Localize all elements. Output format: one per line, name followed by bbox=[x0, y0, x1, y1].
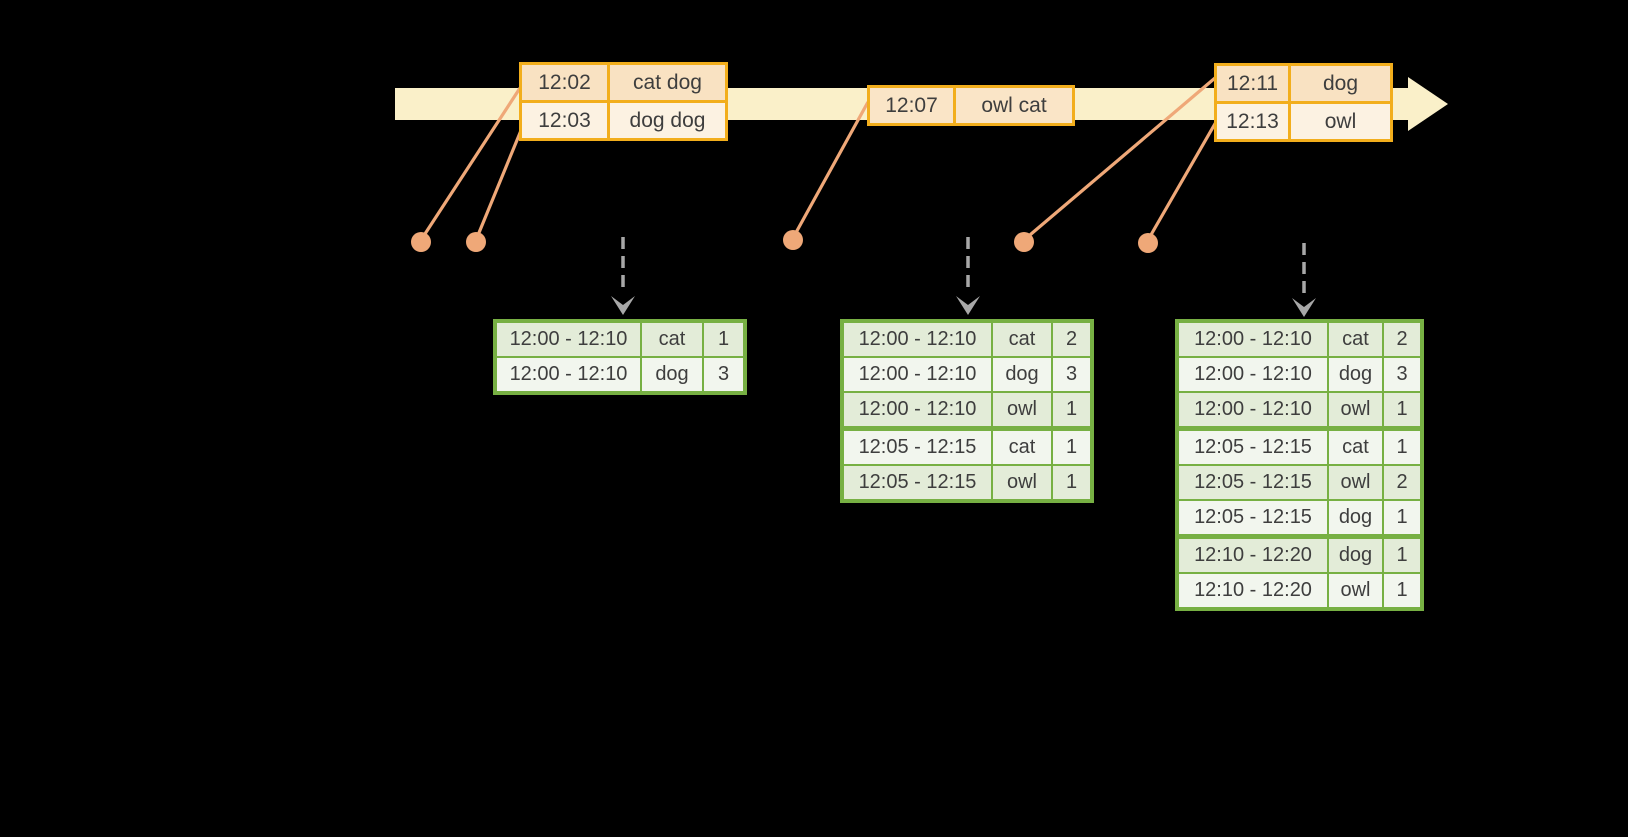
event-row: 12:03 dog dog bbox=[519, 100, 728, 141]
event-words-cell: dog dog bbox=[607, 100, 728, 141]
event-dot-icon bbox=[411, 232, 431, 252]
result-count-cell: 2 bbox=[1382, 320, 1423, 358]
event-time-cell: 12:03 bbox=[519, 100, 610, 141]
timeline-arrowhead-icon bbox=[1408, 77, 1448, 131]
result-table-1: 12:00 - 12:10 cat 1 12:00 - 12:10 dog 3 bbox=[493, 319, 747, 395]
result-window-cell: 12:00 - 12:10 bbox=[494, 320, 642, 358]
result-count-cell: 2 bbox=[1051, 320, 1093, 358]
result-row: 12:00 - 12:10 owl 1 bbox=[1176, 391, 1423, 430]
event-table-3: 12:11 dog 12:13 owl bbox=[1214, 63, 1393, 142]
result-window-cell: 12:05 - 12:15 bbox=[841, 464, 993, 502]
trigger-arrow-icon bbox=[611, 237, 635, 315]
result-count-cell: 1 bbox=[1382, 572, 1423, 610]
event-words-cell: dog bbox=[1288, 63, 1393, 104]
result-window-cell: 12:10 - 12:20 bbox=[1176, 572, 1329, 610]
event-words-cell: owl cat bbox=[953, 85, 1075, 126]
result-row: 12:00 - 12:10 dog 3 bbox=[494, 356, 746, 394]
connector-line bbox=[1146, 121, 1218, 241]
trigger-arrow-icon bbox=[1292, 243, 1316, 317]
event-dot-icon bbox=[1138, 233, 1158, 253]
result-count-cell: 3 bbox=[702, 356, 746, 394]
event-table-1: 12:02 cat dog 12:03 dog dog bbox=[519, 62, 728, 141]
result-window-cell: 12:00 - 12:10 bbox=[841, 356, 993, 393]
trigger-arrow-icon bbox=[956, 237, 980, 315]
event-table-2: 12:07 owl cat bbox=[867, 85, 1075, 126]
result-word-cell: dog bbox=[1327, 534, 1384, 574]
result-row: 12:00 - 12:10 dog 3 bbox=[841, 356, 1093, 393]
result-word-cell: dog bbox=[1327, 356, 1384, 393]
result-window-cell: 12:00 - 12:10 bbox=[841, 320, 993, 358]
result-count-cell: 2 bbox=[1382, 464, 1423, 501]
result-word-cell: cat bbox=[1327, 320, 1384, 358]
result-count-cell: 1 bbox=[1051, 464, 1093, 502]
result-window-cell: 12:00 - 12:10 bbox=[1176, 320, 1329, 358]
result-table-2: 12:00 - 12:10 cat 2 12:00 - 12:10 dog 3 … bbox=[840, 319, 1094, 503]
result-row: 12:00 - 12:10 owl 1 bbox=[841, 391, 1093, 430]
result-count-cell: 1 bbox=[1382, 426, 1423, 466]
event-time-cell: 12:13 bbox=[1214, 101, 1291, 142]
connector-line bbox=[1022, 76, 1217, 242]
result-count-cell: 1 bbox=[702, 320, 746, 358]
result-row: 12:05 - 12:15 owl 2 bbox=[1176, 464, 1423, 501]
result-count-cell: 1 bbox=[1382, 391, 1423, 430]
result-count-cell: 3 bbox=[1382, 356, 1423, 393]
result-word-cell: dog bbox=[991, 356, 1053, 393]
result-window-cell: 12:00 - 12:10 bbox=[841, 391, 993, 430]
event-row: 12:02 cat dog bbox=[519, 62, 728, 103]
event-row: 12:11 dog bbox=[1214, 63, 1393, 104]
result-window-cell: 12:00 - 12:10 bbox=[1176, 356, 1329, 393]
result-row: 12:00 - 12:10 cat 2 bbox=[841, 320, 1093, 358]
connector-line bbox=[474, 127, 524, 241]
event-time-cell: 12:07 bbox=[867, 85, 956, 126]
event-time-cell: 12:02 bbox=[519, 62, 610, 103]
event-row: 12:07 owl cat bbox=[867, 85, 1075, 126]
event-row: 12:13 owl bbox=[1214, 101, 1393, 142]
result-row: 12:10 - 12:20 owl 1 bbox=[1176, 572, 1423, 610]
result-word-cell: owl bbox=[1327, 391, 1384, 430]
result-word-cell: dog bbox=[1327, 499, 1384, 538]
result-row: 12:00 - 12:10 cat 2 bbox=[1176, 320, 1423, 358]
result-word-cell: cat bbox=[1327, 426, 1384, 466]
event-time-cell: 12:11 bbox=[1214, 63, 1291, 104]
result-count-cell: 3 bbox=[1051, 356, 1093, 393]
result-row: 12:00 - 12:10 dog 3 bbox=[1176, 356, 1423, 393]
result-row: 12:05 - 12:15 cat 1 bbox=[841, 426, 1093, 466]
result-count-cell: 1 bbox=[1051, 426, 1093, 466]
event-words-cell: owl bbox=[1288, 101, 1393, 142]
result-word-cell: cat bbox=[991, 426, 1053, 466]
result-word-cell: owl bbox=[1327, 572, 1384, 610]
result-row: 12:05 - 12:15 dog 1 bbox=[1176, 499, 1423, 538]
result-window-cell: 12:05 - 12:15 bbox=[1176, 426, 1329, 466]
event-words-cell: cat dog bbox=[607, 62, 728, 103]
result-window-cell: 12:05 - 12:15 bbox=[1176, 499, 1329, 538]
result-table-3: 12:00 - 12:10 cat 2 12:00 - 12:10 dog 3 … bbox=[1175, 319, 1424, 611]
result-row: 12:10 - 12:20 dog 1 bbox=[1176, 534, 1423, 574]
result-row: 12:05 - 12:15 cat 1 bbox=[1176, 426, 1423, 466]
event-dot-icon bbox=[1014, 232, 1034, 252]
result-row: 12:00 - 12:10 cat 1 bbox=[494, 320, 746, 358]
result-count-cell: 1 bbox=[1382, 534, 1423, 574]
result-window-cell: 12:00 - 12:10 bbox=[1176, 391, 1329, 430]
result-window-cell: 12:00 - 12:10 bbox=[494, 356, 642, 394]
result-word-cell: owl bbox=[991, 391, 1053, 430]
result-window-cell: 12:05 - 12:15 bbox=[841, 426, 993, 466]
result-word-cell: owl bbox=[1327, 464, 1384, 501]
result-word-cell: cat bbox=[991, 320, 1053, 358]
result-window-cell: 12:05 - 12:15 bbox=[1176, 464, 1329, 501]
result-window-cell: 12:10 - 12:20 bbox=[1176, 534, 1329, 574]
result-count-cell: 1 bbox=[1051, 391, 1093, 430]
result-word-cell: owl bbox=[991, 464, 1053, 502]
result-row: 12:05 - 12:15 owl 1 bbox=[841, 464, 1093, 502]
result-word-cell: dog bbox=[640, 356, 704, 394]
event-dot-icon bbox=[783, 230, 803, 250]
connector-line bbox=[419, 87, 522, 241]
event-dot-icon bbox=[466, 232, 486, 252]
result-count-cell: 1 bbox=[1382, 499, 1423, 538]
result-word-cell: cat bbox=[640, 320, 704, 358]
connector-line bbox=[791, 101, 870, 239]
